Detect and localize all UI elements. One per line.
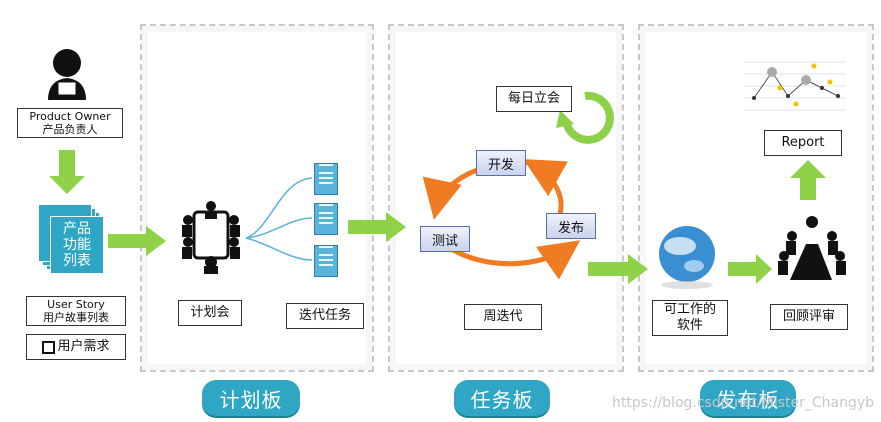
product-owner-label: Product Owner 产品负责人 <box>17 108 123 138</box>
task-fan-lines <box>245 177 313 261</box>
user-story-en: User Story <box>47 297 105 311</box>
checkbox-icon <box>42 340 56 354</box>
user-need-text: 用户需求 <box>57 339 110 355</box>
test-chip: 测试 <box>420 226 470 252</box>
review-label: 回顾评审 <box>770 304 848 330</box>
watermark: https://blog.csdn.net/Mister_Changyb <box>612 395 875 411</box>
arrow-task-to-release <box>588 254 648 284</box>
planning-meeting-label: 计划会 <box>178 300 242 326</box>
daily-refresh-icon <box>556 91 614 144</box>
task-doc-icon-3 <box>314 245 338 277</box>
report-label: Report <box>764 130 842 156</box>
task-doc-icon-2 <box>314 203 338 235</box>
product-owner-icon <box>48 49 86 100</box>
user-need-label: 用户需求 <box>26 334 126 360</box>
arrow-software-to-review <box>728 254 772 284</box>
iteration-tasks-label: 迭代任务 <box>286 303 364 329</box>
working-software-line1: 可工作的 <box>663 302 716 318</box>
product-owner-en: Product Owner <box>29 109 111 123</box>
release-board-tab[interactable]: 发布板 <box>700 380 796 416</box>
review-meeting-icon <box>778 216 846 280</box>
backlog-line2: 功能 <box>63 236 91 253</box>
report-chart-icon <box>738 56 848 122</box>
task-doc-icon-1 <box>314 163 338 195</box>
task-board-tab[interactable]: 任务板 <box>454 380 550 416</box>
backlog-line3: 列表 <box>63 253 91 270</box>
planning-meeting-icon <box>182 201 240 274</box>
globe-icon <box>659 226 715 289</box>
down-arrow <box>49 150 85 194</box>
backlog-line1: 产品 <box>63 220 91 237</box>
planning-board-tab[interactable]: 计划板 <box>202 380 300 416</box>
release-chip: 发布 <box>546 213 596 239</box>
product-owner-cn: 产品负责人 <box>42 123 98 136</box>
weekly-iteration-label: 周迭代 <box>464 304 542 330</box>
user-story-label: User Story 用户故事列表 <box>26 296 126 326</box>
up-arrow <box>790 160 826 200</box>
working-software-line2: 软件 <box>676 318 703 333</box>
working-software-label: 可工作的 软件 <box>652 300 728 336</box>
daily-standup-label: 每日立会 <box>496 86 572 112</box>
arrow-planning-to-task <box>348 212 406 242</box>
user-story-cn: 用户故事列表 <box>43 311 109 324</box>
develop-chip: 开发 <box>476 150 526 176</box>
arrow-backlog-to-planning <box>108 226 166 256</box>
